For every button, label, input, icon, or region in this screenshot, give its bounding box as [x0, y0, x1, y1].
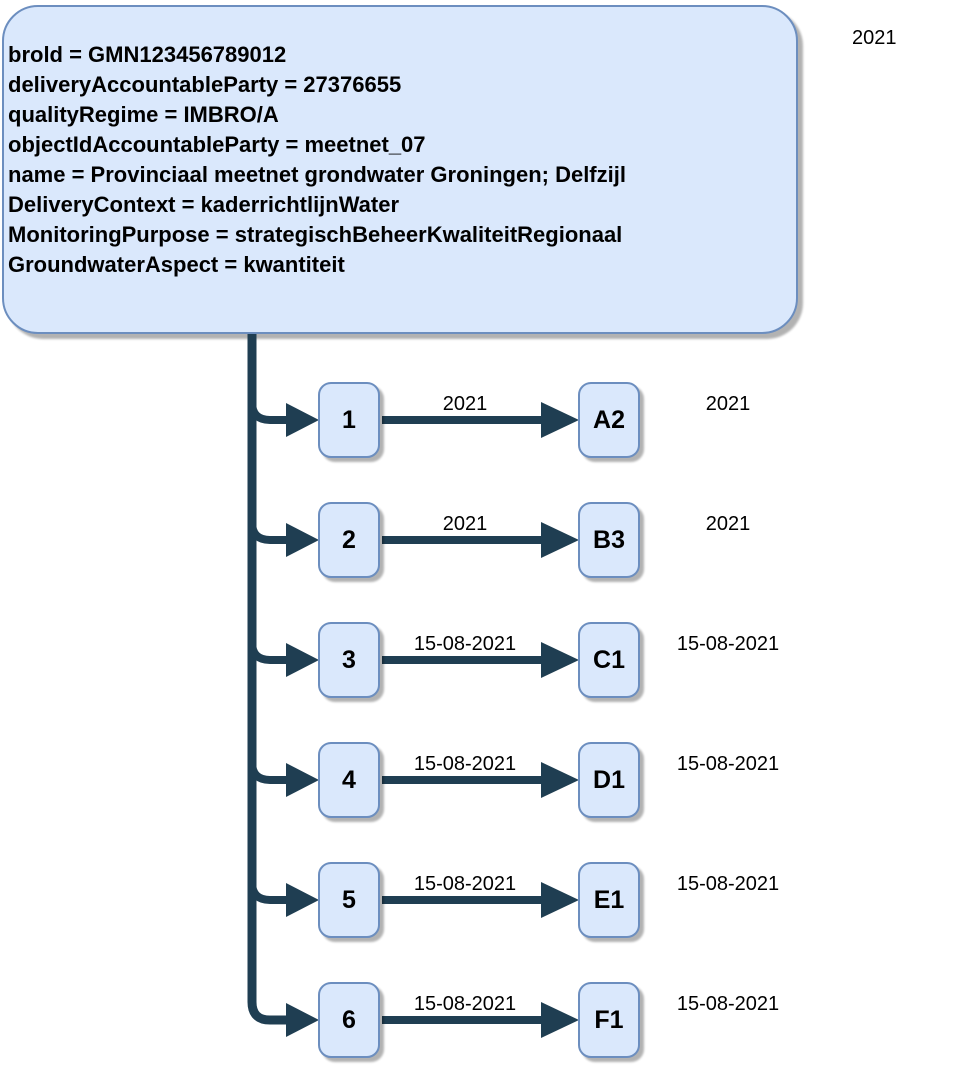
branch-arrowhead-1 — [286, 403, 319, 437]
edge-date-label: 15-08-2021 — [413, 633, 517, 655]
edge-date-label: 15-08-2021 — [413, 993, 517, 1015]
gmn-property-object-id-accountable-party: objectIdAccountableParty = meetnet_07 — [8, 132, 426, 157]
gmn-property-brold: brold = GMN123456789012 — [8, 42, 287, 67]
measuring-point-box: 1 — [318, 382, 380, 458]
gmn-property-delivery-context: DeliveryContext = kaderrichtlijnWater — [8, 192, 400, 217]
edge-date-label: 2021 — [442, 513, 488, 535]
gmn-property-delivery-accountable-party: deliveryAccountableParty = 27376655 — [8, 72, 402, 97]
measuring-point-box: 5 — [318, 862, 380, 938]
measuring-point-box: 4 — [318, 742, 380, 818]
branch-connector-3 — [248, 641, 288, 664]
monitoring-tube-box: C1 — [578, 622, 640, 698]
row-date-label: 2021 — [705, 513, 751, 535]
monitoring-tube-box: D1 — [578, 742, 640, 818]
measuring-point-box: 3 — [318, 622, 380, 698]
gmn-property-groundwater-aspect: GroundwaterAspect = kwantiteit — [8, 252, 345, 277]
row-date-label: 15-08-2021 — [676, 753, 780, 775]
measuring-point-box: 6 — [318, 982, 380, 1058]
row-date-label: 15-08-2021 — [676, 633, 780, 655]
branch-arrowhead-3 — [286, 643, 319, 677]
branch-connector-2 — [248, 521, 288, 544]
monitoring-tube-box: E1 — [578, 862, 640, 938]
monitoring-tube-box: A2 — [578, 382, 640, 458]
row-date-label: 15-08-2021 — [676, 873, 780, 895]
branch-connector-1 — [248, 401, 288, 424]
gmn-properties-box: brold = GMN123456789012 deliveryAccounta… — [2, 5, 798, 334]
branch-connector-5 — [248, 881, 288, 904]
gmn-property-name: name = Provinciaal meetnet grondwater Gr… — [8, 162, 626, 187]
gmn-property-quality-regime: qualityRegime = IMBRO/A — [8, 102, 279, 127]
edge-date-label: 15-08-2021 — [413, 753, 517, 775]
gmn-property-monitoring-purpose: MonitoringPurpose = strategischBeheerKwa… — [8, 222, 623, 247]
edge-date-label: 2021 — [442, 393, 488, 415]
edge-date-label: 15-08-2021 — [413, 873, 517, 895]
branch-arrowhead-6 — [286, 1003, 319, 1037]
monitoring-tube-box: B3 — [578, 502, 640, 578]
row-date-label: 2021 — [705, 393, 751, 415]
row-date-label: 15-08-2021 — [676, 993, 780, 1015]
monitoring-tube-box: F1 — [578, 982, 640, 1058]
branch-arrowhead-2 — [286, 523, 319, 557]
branch-arrowhead-5 — [286, 883, 319, 917]
measuring-point-box: 2 — [318, 502, 380, 578]
branch-arrowhead-4 — [286, 763, 319, 797]
branch-connector-4 — [248, 761, 288, 784]
trunk-connector — [247, 334, 288, 1025]
network-start-date-label: 2021 — [852, 27, 897, 49]
